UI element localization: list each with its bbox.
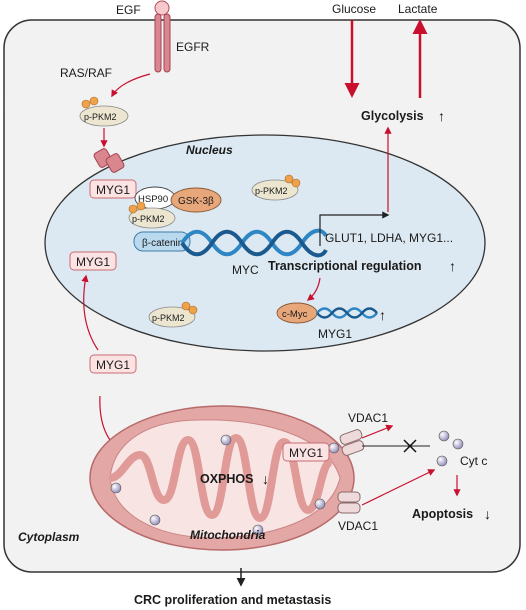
cytc-molecules: [436, 430, 464, 467]
vdac1-upper-label: VDAC1: [348, 411, 388, 425]
dna-helix-myg1-strand: [316, 307, 378, 319]
mitochondrion: [89, 405, 355, 551]
oxphos-label: OXPHOS: [200, 472, 254, 486]
ras-raf-label: RAS/RAF: [60, 66, 112, 80]
ppkm2-nucleus-free: p-PKM2: [251, 174, 301, 201]
myg1-nucleus: MYG1: [89, 179, 137, 199]
ppkm2-label: p-PKM2: [84, 112, 117, 122]
egfr-label: EGFR: [176, 40, 210, 54]
myg1-nucleus-label: MYG1: [96, 183, 130, 197]
arrow-vdac1-lower-to-cytc: [361, 469, 436, 506]
gsk3b-label: GSK-3β: [178, 196, 214, 207]
myg1-cytoplasm-lower: MYG1: [89, 354, 137, 374]
mitochondria-label: Mitochondria: [190, 528, 266, 542]
target-genes-label: GLUT1, LDHA, MYG1...: [325, 231, 453, 245]
myg1-mitochondria: MYG1: [282, 442, 330, 462]
arrow-to-cmyc: [306, 277, 321, 301]
transcriptional-regulation-label: Transcriptional regulation: [268, 259, 422, 273]
gsk3b-protein: GSK-3β: [170, 187, 222, 213]
glycolysis-up-icon: ↑: [438, 108, 445, 124]
arrow-vdac1-upper-to-cytc: [361, 424, 394, 439]
beta-catenin-protein: β-catenin: [133, 231, 191, 252]
myg1-gene-label: MYG1: [318, 327, 352, 341]
dna-helix-myc: [180, 228, 328, 258]
glucose-label: Glucose: [332, 2, 376, 16]
myg1-mito-label: MYG1: [289, 446, 323, 460]
cmyc-label: c-Myc: [282, 309, 308, 320]
nuclear-pore: [93, 148, 125, 173]
arrow-myg1-to-upper: [81, 274, 99, 351]
myc-gene-label: MYC: [232, 263, 259, 277]
egf-ligand: [154, 0, 170, 16]
ppkm2-complex-label: p-PKM2: [132, 214, 165, 224]
block-x-icon: [403, 439, 417, 453]
egfr-receptor: [154, 13, 171, 73]
myg1-cytoplasm-upper: MYG1: [69, 251, 117, 271]
myg1-upper-label: MYG1: [76, 255, 110, 269]
vdac1-channel-lower: [337, 491, 361, 514]
myg1-gene-up-icon: ↑: [379, 307, 386, 323]
ppkm2-lower-label: p-PKM2: [152, 313, 185, 323]
cmyc-protein: c-Myc: [276, 302, 318, 324]
ppkm2-complex: p-PKM2: [128, 201, 176, 229]
apoptosis-label: Apoptosis: [412, 507, 473, 521]
hsp90-label: HSP90: [138, 194, 168, 205]
egf-label: EGF: [116, 3, 141, 17]
beta-catenin-label: β-catenin: [142, 238, 183, 249]
cytoplasm-label: Cytoplasm: [18, 530, 80, 544]
lactate-label: Lactate: [398, 2, 438, 16]
vdac1-channel-upper: [339, 429, 365, 456]
glycolysis-label: Glycolysis: [361, 109, 424, 123]
ppkm2-cytoplasm-top: p-PKM2: [79, 96, 129, 127]
nucleus-label: Nucleus: [186, 143, 233, 157]
arrow-egfr-to-ppkm2: [111, 73, 151, 98]
myg1-lower-label: MYG1: [96, 358, 130, 372]
ppkm2-free-label: p-PKM2: [255, 186, 288, 196]
oxphos-down-icon: ↓: [262, 471, 269, 487]
cytc-label: Cyt c: [460, 454, 487, 468]
transcription-up-icon: ↑: [449, 258, 456, 274]
apoptosis-down-icon: ↓: [484, 506, 491, 522]
outcome-label: CRC proliferation and metastasis: [134, 593, 331, 607]
vdac1-lower-label: VDAC1: [338, 519, 378, 533]
transcription-start-arrow: [319, 211, 390, 246]
ppkm2-nucleus-lower: p-PKM2: [148, 301, 198, 328]
